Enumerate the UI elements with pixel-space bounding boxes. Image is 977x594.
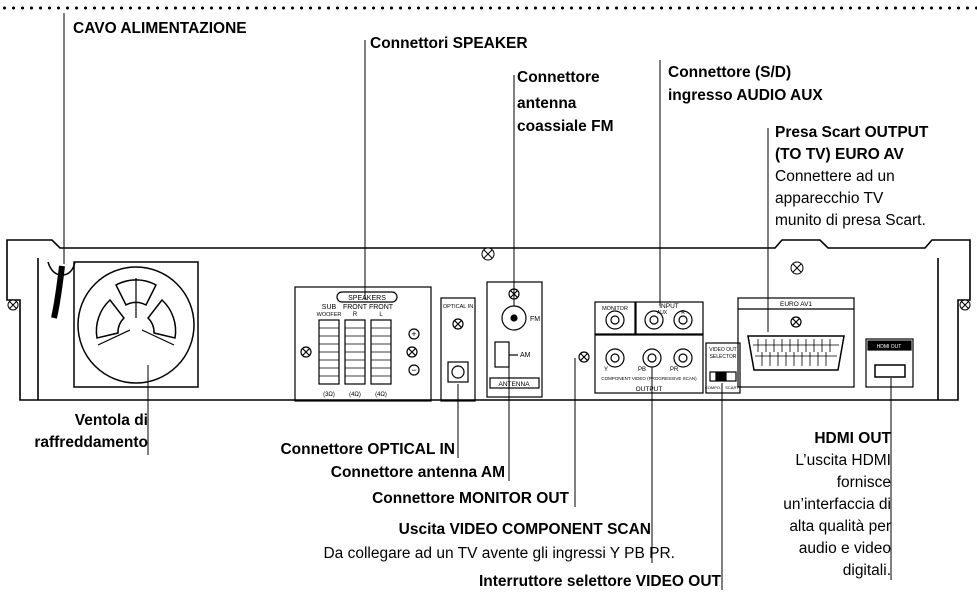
panel-aux: AUX xyxy=(657,310,668,316)
panel-component: COMPONENT VIDEO (PROGRESSIVE SCAN) xyxy=(601,376,697,381)
panel-hdmi-out: HDMI OUT xyxy=(877,344,902,350)
panel-minus: − xyxy=(411,365,416,375)
screw-icon xyxy=(300,346,312,358)
label-component-line1: Uscita VIDEO COMPONENT SCAN xyxy=(398,521,651,538)
label-am-antenna: Connettore antenna AM xyxy=(330,464,505,481)
label-scart-line3: Connettere ad un xyxy=(775,168,895,185)
panel-antenna: ANTENNA xyxy=(498,381,530,388)
panel-monitor: MONITOR xyxy=(602,306,628,312)
label-hdmi-line4: un’interfaccia di xyxy=(783,496,891,513)
label-hdmi-line7: digitali. xyxy=(842,562,891,579)
label-hdmi-line2: L’uscita HDMI xyxy=(795,452,891,469)
hdmi-out-port xyxy=(865,338,914,388)
speaker-terminals xyxy=(294,286,432,402)
panel-optical-in: OPTICAL IN xyxy=(443,304,473,310)
screw-icon xyxy=(790,316,802,328)
label-fm-line1: Connettore xyxy=(517,69,600,86)
video-audio-jacks xyxy=(578,301,704,394)
label-aux-line1: Connettore (S/D) xyxy=(668,64,792,81)
scart-euro-av1 xyxy=(737,297,855,388)
label-hdmi-line6: audio e video xyxy=(798,540,891,557)
panel-output: OUTPUT xyxy=(636,386,663,393)
panel-fm: FM xyxy=(530,316,540,323)
panel-input: INPUT xyxy=(659,303,679,310)
panel-woofer: WOOFER xyxy=(317,312,342,318)
label-hdmi-line1: HDMI OUT xyxy=(814,430,891,447)
panel-aux-r: R xyxy=(681,310,685,316)
label-scart-line4: apparecchio TV xyxy=(775,190,884,207)
screw-icon xyxy=(790,261,804,275)
label-scart-line1: Presa Scart OUTPUT xyxy=(775,124,929,141)
label-fan-line2: raffreddamento xyxy=(34,434,148,451)
chassis-outline xyxy=(6,239,971,401)
screw-icon xyxy=(481,247,495,261)
optical-in-port xyxy=(440,297,476,402)
panel-ohm-r: (4Ω) xyxy=(349,392,361,398)
label-fm-line2: antenna xyxy=(517,95,577,112)
label-fm-line3: coassiale FM xyxy=(517,118,614,135)
label-hdmi-line5: alta qualità per xyxy=(789,518,891,535)
panel-ohm-l: (4Ω) xyxy=(375,392,387,398)
label-video-out-selector: Interruttore selettore VIDEO OUT xyxy=(478,573,721,590)
label-optical-in: Connettore OPTICAL IN xyxy=(280,441,455,458)
screw-icon xyxy=(7,299,19,311)
screw-icon xyxy=(406,346,418,358)
panel-y: Y xyxy=(604,367,608,373)
video-out-selector-switch xyxy=(705,342,741,394)
panel-sub: SUB xyxy=(322,304,337,311)
label-fan-line1: Ventola di xyxy=(74,412,148,429)
label-aux-line2: ingresso AUDIO AUX xyxy=(668,87,823,104)
screw-icon xyxy=(452,318,464,330)
panel-front-l-title: FRONT xyxy=(369,304,394,311)
label-component-line2: Da collegare ad un TV avente gli ingress… xyxy=(323,545,675,562)
panel-scart: SCART xyxy=(725,385,739,390)
panel-ohm-sub: (3Ω) xyxy=(323,392,335,398)
panel-pb: PB xyxy=(638,367,646,373)
panel-speakers: SPEAKERS xyxy=(348,295,386,302)
label-monitor-out: Connettore MONITOR OUT xyxy=(372,490,569,507)
panel-front-l: L xyxy=(379,312,383,318)
panel-video-out: VIDEO OUT xyxy=(709,347,737,353)
panel-selector: SELECTOR xyxy=(710,354,737,360)
dotted-rule xyxy=(0,5,977,11)
label-scart-line5: munito di presa Scart. xyxy=(775,212,926,229)
panel-pr: PR xyxy=(670,367,679,373)
panel-am: AM xyxy=(520,352,531,359)
cooling-fan-icon xyxy=(73,261,199,388)
label-power-cable: CAVO ALIMENTAZIONE xyxy=(73,20,247,37)
panel-plus: + xyxy=(411,329,416,339)
panel-front-r-title: FRONT xyxy=(343,304,368,311)
label-hdmi-line3: fornisce xyxy=(836,474,891,491)
screw-icon xyxy=(578,351,590,363)
panel-euro-av1: EURO AV1 xyxy=(780,301,812,308)
label-speaker-connectors: Connettori SPEAKER xyxy=(370,35,528,52)
screw-icon xyxy=(959,299,971,311)
panel-compo: COMPO. xyxy=(705,385,721,390)
power-cable-icon xyxy=(47,261,76,319)
label-scart-line2: (TO TV) EURO AV xyxy=(775,146,904,163)
panel-front-r: R xyxy=(353,312,358,318)
